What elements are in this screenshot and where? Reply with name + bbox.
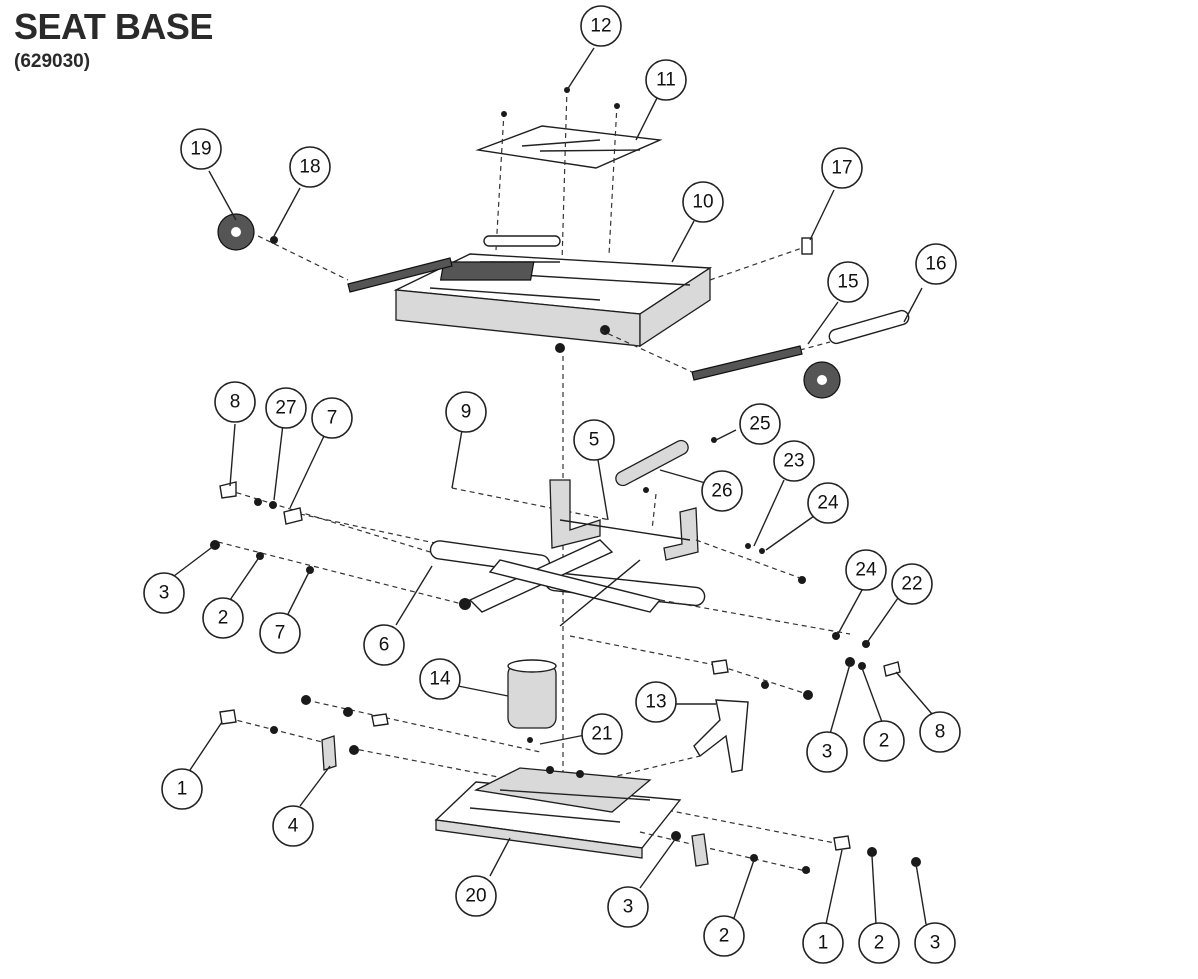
svg-text:2: 2 [874,933,885,954]
callout-18: 18 [289,146,331,188]
right-spring [691,345,803,381]
callout-7: 7 [311,397,353,439]
link-arm [693,699,749,773]
svg-text:25: 25 [749,414,770,435]
svg-text:7: 7 [275,623,286,644]
callout-2b: 2 [863,720,905,762]
callout-14: 14 [419,658,461,700]
callout-7b: 7 [259,612,301,654]
bracket [219,481,237,499]
gas-spring [615,439,689,487]
callout-2d: 2 [858,922,900,964]
callout-16: 16 [915,243,957,285]
callout-24: 24 [807,482,849,524]
svg-text:27: 27 [275,398,296,419]
base-assembly [219,659,921,874]
upper-rod [483,235,561,247]
svg-text:5: 5 [589,430,600,451]
callout-3: 3 [143,572,185,614]
svg-text:3: 3 [623,897,634,918]
svg-text:10: 10 [692,192,713,213]
callout-23: 23 [773,440,815,482]
svg-text:15: 15 [837,272,858,293]
svg-text:7: 7 [327,408,338,429]
callout-11: 11 [645,59,687,101]
upper-frame-assembly [217,87,910,399]
svg-text:2: 2 [879,731,890,752]
callout-13: 13 [635,681,677,723]
upright-bracket-left [549,479,601,549]
callouts: 12 11 19 18 17 10 16 15 8 27 7 9 25 5 23… [143,5,961,964]
callout-19: 19 [180,128,222,170]
top-plate [475,125,663,169]
svg-text:4: 4 [288,816,299,837]
callout-3c: 3 [607,886,649,928]
callout-12: 12 [580,5,622,47]
svg-text:19: 19 [190,139,211,160]
svg-text:9: 9 [461,402,472,423]
callout-2c: 2 [703,915,745,957]
svg-text:18: 18 [299,157,320,178]
callout-4: 4 [272,805,314,847]
callout-9: 9 [445,391,487,433]
right-rod [828,309,910,345]
svg-text:22: 22 [901,574,922,595]
svg-text:2: 2 [719,926,730,947]
svg-text:3: 3 [930,933,941,954]
svg-text:23: 23 [783,451,804,472]
air-bag [507,663,557,729]
callout-8: 8 [214,381,256,423]
svg-text:16: 16 [925,254,946,275]
svg-text:1: 1 [818,933,829,954]
svg-text:6: 6 [379,635,390,656]
callout-3b: 3 [806,731,848,773]
callout-6: 6 [363,624,405,666]
callout-8b: 8 [919,711,961,753]
callout-25: 25 [739,403,781,445]
svg-text:17: 17 [831,158,852,179]
clip [801,237,813,255]
svg-text:21: 21 [591,724,612,745]
svg-text:13: 13 [645,692,666,713]
svg-text:20: 20 [465,886,486,907]
callout-15: 15 [827,261,869,303]
callout-1b: 1 [802,922,844,964]
callout-20: 20 [455,875,497,917]
svg-text:24: 24 [855,560,877,581]
svg-text:11: 11 [656,70,676,91]
svg-text:14: 14 [429,669,451,690]
callout-24b: 24 [845,549,887,591]
svg-text:24: 24 [817,493,839,514]
svg-text:2: 2 [218,608,229,629]
callout-17: 17 [821,147,863,189]
callout-27: 27 [265,387,307,429]
callout-22: 22 [891,563,933,605]
callout-3d: 3 [914,922,956,964]
svg-text:8: 8 [935,722,946,743]
svg-text:3: 3 [822,742,833,763]
upright-bracket-right [663,507,699,561]
callout-10: 10 [682,181,724,223]
diagram-title: SEAT BASE [14,6,213,47]
callout-2: 2 [202,597,244,639]
callout-21: 21 [581,713,623,755]
svg-text:12: 12 [590,16,611,37]
svg-text:1: 1 [177,779,188,800]
svg-text:8: 8 [230,392,241,413]
callout-1: 1 [161,768,203,810]
svg-text:26: 26 [711,481,732,502]
callout-5: 5 [573,419,615,461]
callout-26: 26 [701,470,743,512]
leader-lines [173,47,933,925]
left-spring [347,257,453,293]
scissor-assembly [210,437,901,700]
seat-frame-front [639,266,711,348]
svg-text:3: 3 [159,583,170,604]
part-number: (629030) [14,51,91,72]
